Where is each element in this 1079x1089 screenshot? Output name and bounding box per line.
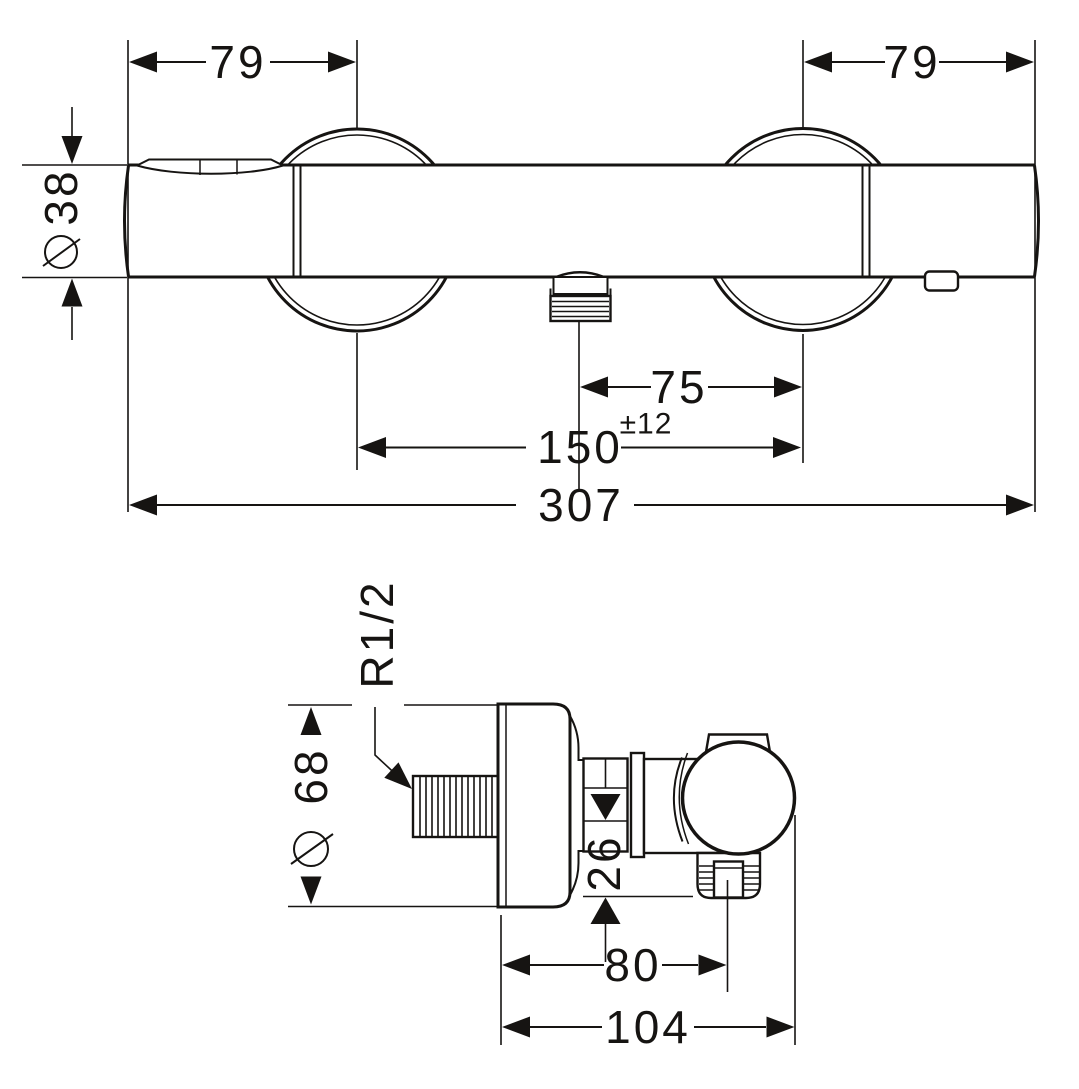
mixer-body bbox=[123, 158, 1040, 323]
dim-overall-depth-value: 104 bbox=[605, 1001, 691, 1053]
dim-depth-to-screw-value: 80 bbox=[604, 939, 661, 991]
front-extension-lines bbox=[22, 40, 1036, 512]
dim-knob-offset: 26 bbox=[578, 794, 693, 962]
dim-overall-width-value: 307 bbox=[538, 479, 624, 531]
escutcheon-side-profile bbox=[496, 702, 584, 909]
front-view: 79 79 38 75 bbox=[22, 36, 1040, 531]
dim-outlet-offset-value: 75 bbox=[650, 361, 707, 413]
dim-escutcheon-diameter: 68 bbox=[285, 707, 337, 905]
thread-size-value: R1/2 bbox=[351, 579, 403, 688]
side-extension-lines bbox=[288, 704, 497, 908]
right-end-cap bbox=[1033, 165, 1040, 277]
side-view: 68 R1/2 26 bbox=[285, 579, 797, 1053]
dim-width-left-value: 79 bbox=[209, 36, 266, 88]
dim-escutcheon-diameter-value: 68 bbox=[285, 747, 337, 804]
dim-connection-centers-value: 150 bbox=[537, 421, 623, 473]
dim-connection-tolerance-value: ±12 bbox=[620, 408, 673, 441]
depth-extension-lines bbox=[500, 815, 796, 1045]
right-handle-joint bbox=[861, 165, 871, 277]
dim-overall-width: 307 bbox=[129, 479, 1034, 531]
dim-outlet-offset: 75 bbox=[580, 361, 802, 413]
dim-overall-depth: 104 bbox=[502, 1001, 795, 1053]
volume-knob bbox=[696, 851, 762, 900]
temperature-handle bbox=[672, 740, 797, 856]
washer-flange bbox=[629, 751, 646, 859]
dim-width-right: 79 bbox=[804, 36, 1034, 88]
dim-connection-centers: 150 ±12 bbox=[358, 408, 801, 473]
dim-depth-to-screw: 80 bbox=[502, 939, 727, 991]
dim-width-left: 79 bbox=[129, 36, 356, 88]
diameter-icon bbox=[290, 831, 334, 867]
wall-connection-nipple bbox=[411, 774, 500, 839]
diameter-icon bbox=[42, 235, 81, 269]
dim-body-diameter: 38 bbox=[35, 107, 87, 340]
outlet-spout bbox=[549, 271, 612, 323]
dim-width-right-value: 79 bbox=[883, 36, 940, 88]
eco-button bbox=[923, 270, 960, 292]
dim-knob-offset-value: 26 bbox=[578, 834, 630, 891]
thread-size-label: R1/2 bbox=[351, 579, 412, 789]
left-handle-joint bbox=[292, 165, 302, 277]
handle-grip-detail bbox=[134, 158, 286, 175]
left-end-cap bbox=[123, 165, 130, 277]
dim-body-diameter-value: 38 bbox=[35, 168, 87, 225]
